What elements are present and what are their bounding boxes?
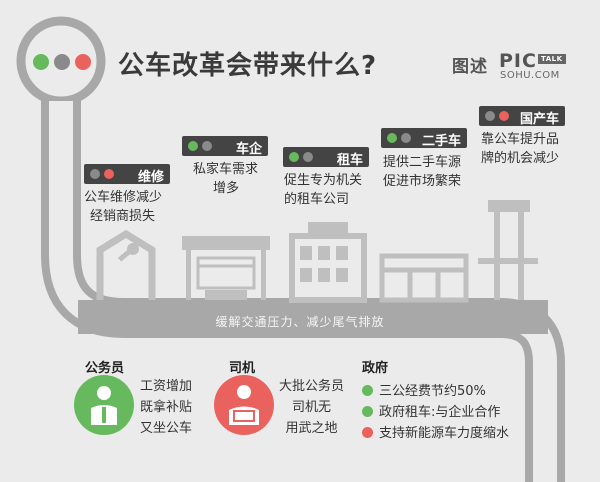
logo-site: SOHU.COM [500,70,560,81]
desc-line: 的租车公司 [284,192,350,207]
stop-label-text: 车企 [235,142,262,157]
stop-desc-automaker: 私家车需求 增多 [193,160,258,198]
desc-line: 公车维修减少 [84,190,163,205]
factory-building [478,200,538,300]
logo-pic: PIC [499,50,537,72]
desc-line: 促进市场繁荣 [383,174,462,189]
road-surface [78,300,548,334]
driver-icon [214,375,274,435]
stop-label-automaker: 车企 [182,136,268,157]
government-title: 政府 [362,361,389,376]
stop-label-used-car: 二手车 [381,128,467,149]
government-item-text: 政府租车:与企业合作 [379,405,501,420]
pictalk-logo: 图述 PIC TALK SOHU.COM [452,50,572,84]
stop-label-text: 国产车 [519,112,559,127]
desc-line: 增多 [213,181,240,196]
market-building [379,253,469,303]
wrench-icon [117,243,139,262]
desc-line: 牌的机会减少 [481,151,560,166]
stop-label-text: 维修 [137,170,164,185]
light-gray-icon [303,152,313,162]
driver-impact: 大批公务员 司机无 用武之地 [279,376,344,439]
stop-label-rental: 租车 [283,147,369,168]
light-green-icon [387,133,397,143]
light-gray-icon [90,169,100,179]
desc-line: 经销商损失 [90,209,156,224]
government-item: 三公经费节约50% [362,380,486,399]
stop-desc-domestic: 靠公车提升品 牌的机会减少 [481,130,559,168]
stop-label-repair: 维修 [84,164,170,185]
dealer-building [182,236,270,300]
bullet-green-icon [362,385,373,396]
desc-line: 靠公车提升品 [481,132,560,147]
light-gray-icon [401,133,411,143]
stop-label-text: 租车 [336,153,363,168]
civil-servant-title: 公务员 [85,361,125,376]
government-item: 政府租车:与企业合作 [362,401,500,420]
light-gray-icon [485,111,495,121]
stop-desc-used-car: 提供二手车源 促进市场繁荣 [383,153,461,191]
light-green-icon [289,152,299,162]
benefit-line: 又坐公车 [140,421,193,436]
stop-label-text: 二手车 [421,134,461,149]
benefit-line: 既拿补贴 [140,400,193,415]
stop-desc-rental: 促生专为机关 的租车公司 [284,171,362,209]
impact-line: 用武之地 [285,421,338,436]
header-light-gray [54,54,70,70]
civil-servant-benefits: 工资增加 既拿补贴 又坐公车 [140,376,192,439]
road-caption: 缓解交通压力、减少尾气排放 [215,315,385,329]
government-item-text: 三公经费节约50% [379,384,486,399]
stop-label-domestic: 国产车 [479,106,565,127]
light-green-icon [188,141,198,151]
header-light-green [33,54,49,70]
light-red-icon [104,169,114,179]
impact-line: 大批公务员 [279,379,345,394]
light-red-icon [499,111,509,121]
office-building [289,222,367,303]
driver-title: 司机 [229,361,256,376]
bullet-green-icon [362,406,373,417]
desc-line: 提供二手车源 [383,155,462,170]
government-item-text: 支持新能源车力度缩水 [379,426,510,441]
stop-desc-repair: 公车维修减少 经销商损失 [84,188,162,226]
logo-cn: 图述 [452,57,488,77]
bullet-red-icon [362,427,373,438]
page-title: 公车改革会带来什么? [118,51,378,81]
light-gray-icon [202,141,212,151]
impact-line: 司机无 [292,400,332,415]
benefit-line: 工资增加 [140,379,193,394]
repair-shop-building [96,229,156,300]
desc-line: 促生专为机关 [284,173,363,188]
logo-talk: TALK [538,54,566,64]
header-light-red [75,54,91,70]
desc-line: 私家车需求 [193,162,259,177]
government-item: 支持新能源车力度缩水 [362,422,509,441]
civil-servant-icon [74,375,134,435]
